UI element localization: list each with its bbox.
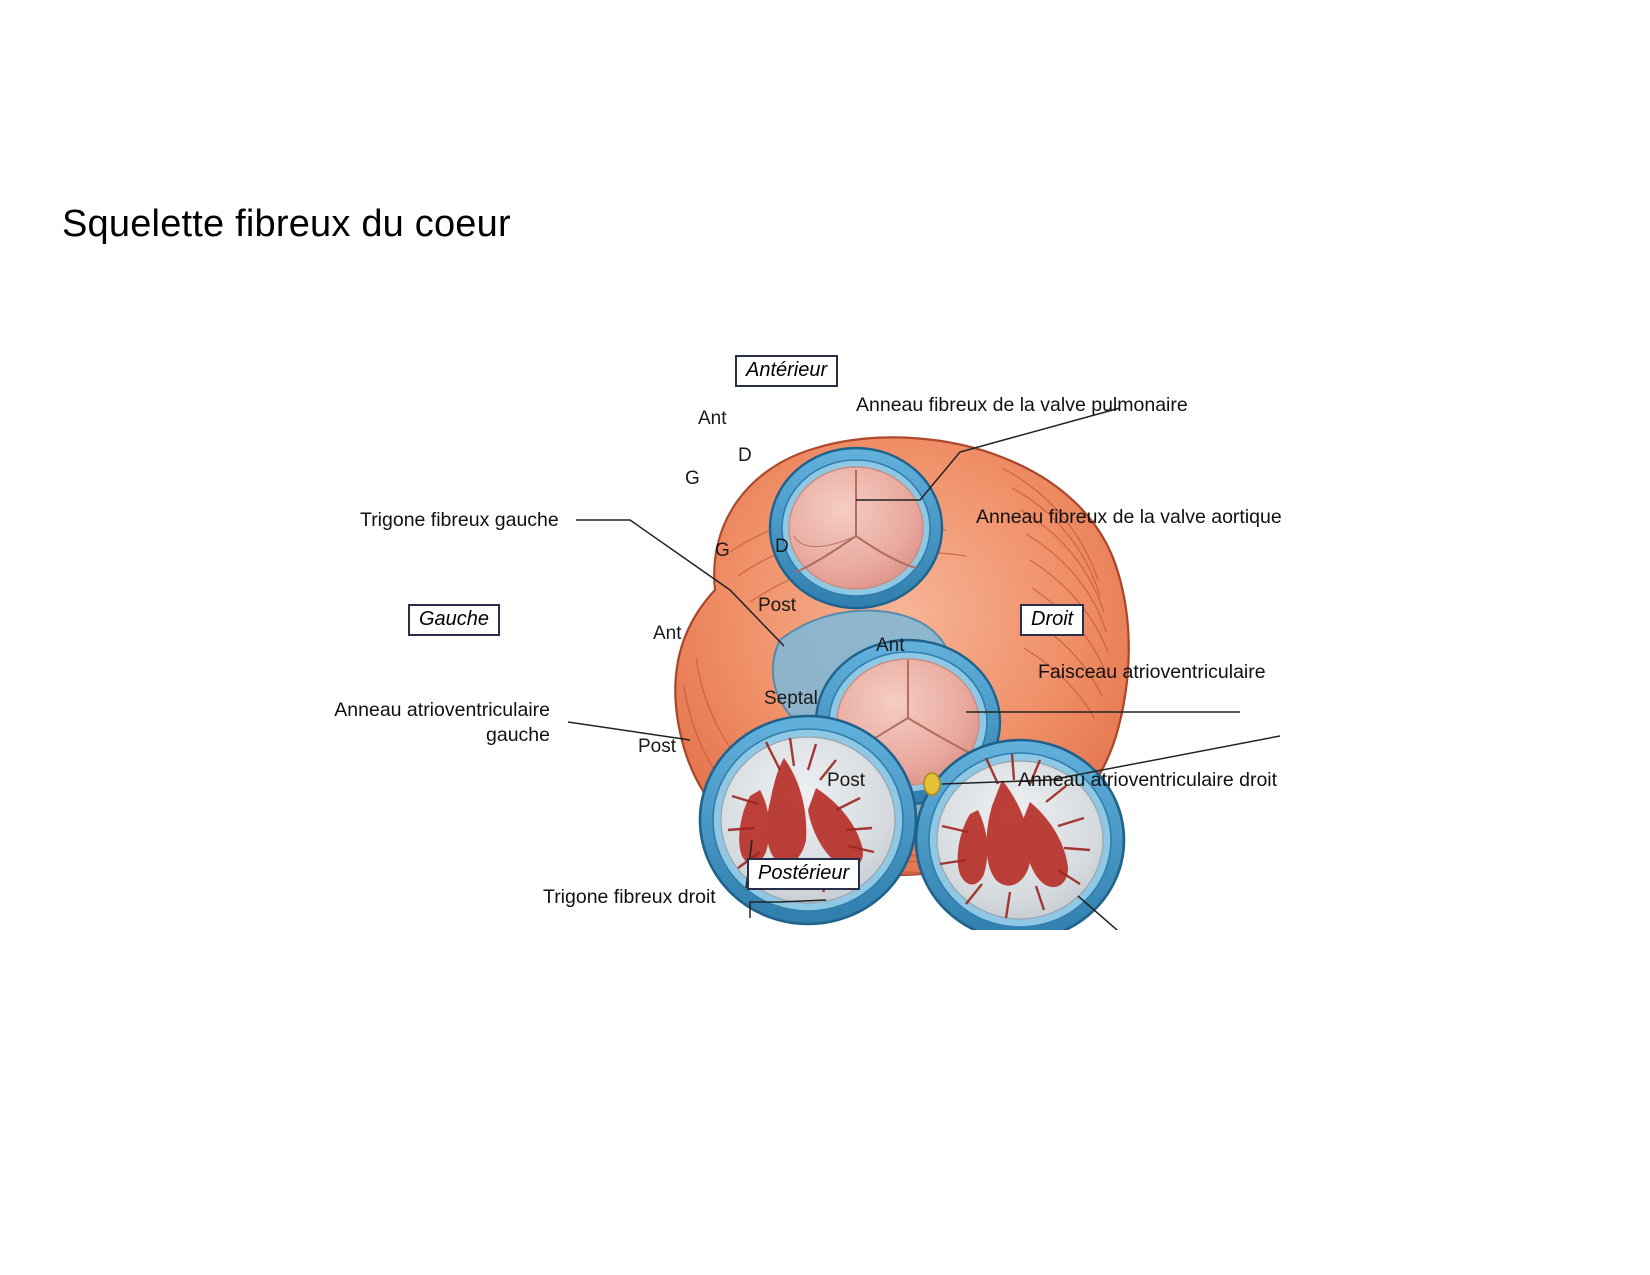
leader-lines bbox=[567, 407, 1281, 930]
heart-fibrous-skeleton-figure: Antérieur Postérieur Gauche Droit Anneau… bbox=[260, 340, 1380, 930]
left-av-ring bbox=[698, 714, 918, 926]
callout-av-bundle: Faisceau atrioventriculaire bbox=[1038, 661, 1266, 683]
cusp-label-pulmonary-left: G bbox=[685, 468, 700, 489]
callout-left-av-ring: Anneau atrioventriculaire gauche bbox=[290, 698, 550, 748]
callout-pulmonary-ring: Anneau fibreux de la valve pulmonaire bbox=[856, 394, 1188, 416]
page-title: Squelette fibreux du coeur bbox=[62, 203, 511, 245]
cusp-label-aortic-right: D bbox=[775, 536, 789, 557]
callout-left-av-ring-line2: gauche bbox=[486, 723, 550, 746]
cusp-label-pulmonary-right: D bbox=[738, 445, 752, 466]
pulmonary-valve-ring bbox=[768, 446, 944, 610]
cusp-label-aortic-posterior: Post bbox=[758, 595, 797, 616]
cusp-label-tricuspid-septal: Septal bbox=[764, 688, 818, 709]
callout-right-trigone: Trigone fibreux droit bbox=[543, 886, 716, 908]
cusp-label-aortic-left: G bbox=[715, 540, 730, 561]
orientation-label-right: Droit bbox=[1020, 604, 1085, 636]
cusp-label-mitral-anterior: Ant bbox=[653, 623, 682, 644]
orientation-label-anterior: Antérieur bbox=[735, 355, 839, 387]
av-bundle-node bbox=[923, 772, 941, 796]
cusp-label-tricuspid-anterior: Ant bbox=[876, 635, 905, 656]
cusp-label-mitral-posterior: Post bbox=[638, 736, 677, 757]
callout-left-av-ring-line1: Anneau atrioventriculaire bbox=[334, 699, 550, 721]
callout-right-av-ring: Anneau atrioventriculaire droit bbox=[1018, 769, 1278, 791]
cusp-label-pulmonary-anterior: Ant bbox=[698, 408, 727, 429]
callout-aortic-ring: Anneau fibreux de la valve aortique bbox=[976, 506, 1282, 528]
cusp-label-tricuspid-posterior: Post bbox=[827, 770, 866, 791]
right-av-ring bbox=[914, 738, 1126, 930]
orientation-label-left: Gauche bbox=[408, 604, 501, 636]
orientation-label-posterior: Postérieur bbox=[747, 858, 861, 890]
callout-left-trigone: Trigone fibreux gauche bbox=[360, 509, 559, 531]
